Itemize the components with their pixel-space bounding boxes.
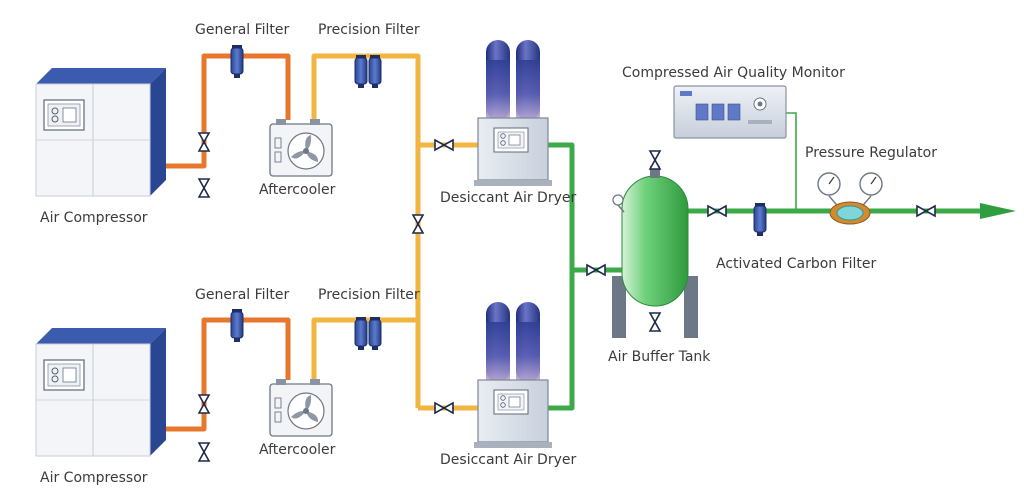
valve-icon <box>434 402 454 414</box>
air-buffer-tank <box>612 166 698 338</box>
valve-icon <box>649 312 661 332</box>
aftercooler-label-top: Aftercooler <box>259 182 336 198</box>
valve-icon <box>198 394 210 414</box>
valve-icon <box>916 205 936 217</box>
valve-icon <box>198 442 210 462</box>
general-filter-bottom <box>230 308 244 343</box>
desiccant-dryer-label-top: Desiccant Air Dryer <box>440 190 577 206</box>
activated-carbon-filter <box>753 202 767 237</box>
valve-icon <box>412 214 424 234</box>
air-compressor-bottom <box>35 327 167 457</box>
pipes <box>160 53 1016 432</box>
precision-filter-top <box>354 54 382 89</box>
precision-filter-label-top: Precision Filter <box>318 22 420 38</box>
general-filter-label-bottom: General Filter <box>195 287 290 303</box>
aftercooler-top <box>269 118 333 177</box>
air-buffer-tank-label: Air Buffer Tank <box>608 349 711 365</box>
valve-icon <box>707 205 727 217</box>
valve-icon <box>198 178 210 198</box>
pressure-regulator-label: Pressure Regulator <box>805 145 937 161</box>
valve-icon <box>198 132 210 152</box>
quality-monitor-label: Compressed Air Quality Monitor <box>622 65 845 81</box>
compressed-air-quality-monitor <box>673 85 787 139</box>
air-compressor-label-bottom: Air Compressor <box>40 470 148 486</box>
general-filter-top <box>230 44 244 79</box>
activated-carbon-filter-label: Activated Carbon Filter <box>716 256 877 272</box>
desiccant-dryer-label-bottom: Desiccant Air Dryer <box>440 452 577 468</box>
air-compressor-label-top: Air Compressor <box>40 210 148 226</box>
desiccant-air-dryer-top <box>473 39 553 187</box>
air-compressor-top <box>35 67 167 197</box>
precision-filter-label-bottom: Precision Filter <box>318 287 420 303</box>
aftercooler-bottom <box>269 378 333 437</box>
valve-icon <box>586 264 606 276</box>
general-filter-label-top: General Filter <box>195 22 290 38</box>
valve-icon <box>434 139 454 151</box>
aftercooler-label-bottom: Aftercooler <box>259 442 336 458</box>
desiccant-air-dryer-bottom <box>473 301 553 449</box>
valve-icon <box>649 150 661 170</box>
pressure-regulator <box>817 172 883 225</box>
